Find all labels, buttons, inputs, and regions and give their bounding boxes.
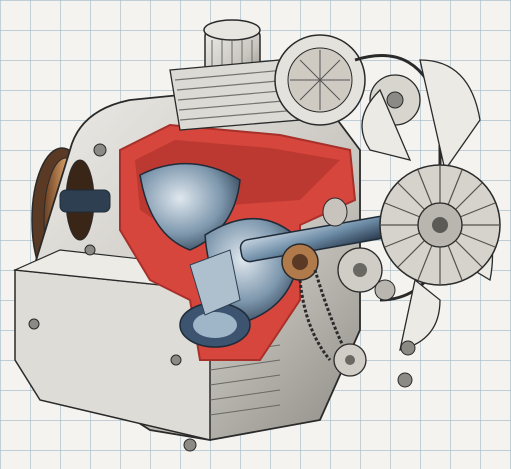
cooling-fins-top: [169, 59, 301, 131]
pulley-cluster: [333, 247, 416, 388]
cooling-fan: [361, 59, 501, 351]
starter-motor: [59, 159, 111, 241]
timing-chain: [298, 269, 347, 361]
alternator: [274, 34, 421, 126]
